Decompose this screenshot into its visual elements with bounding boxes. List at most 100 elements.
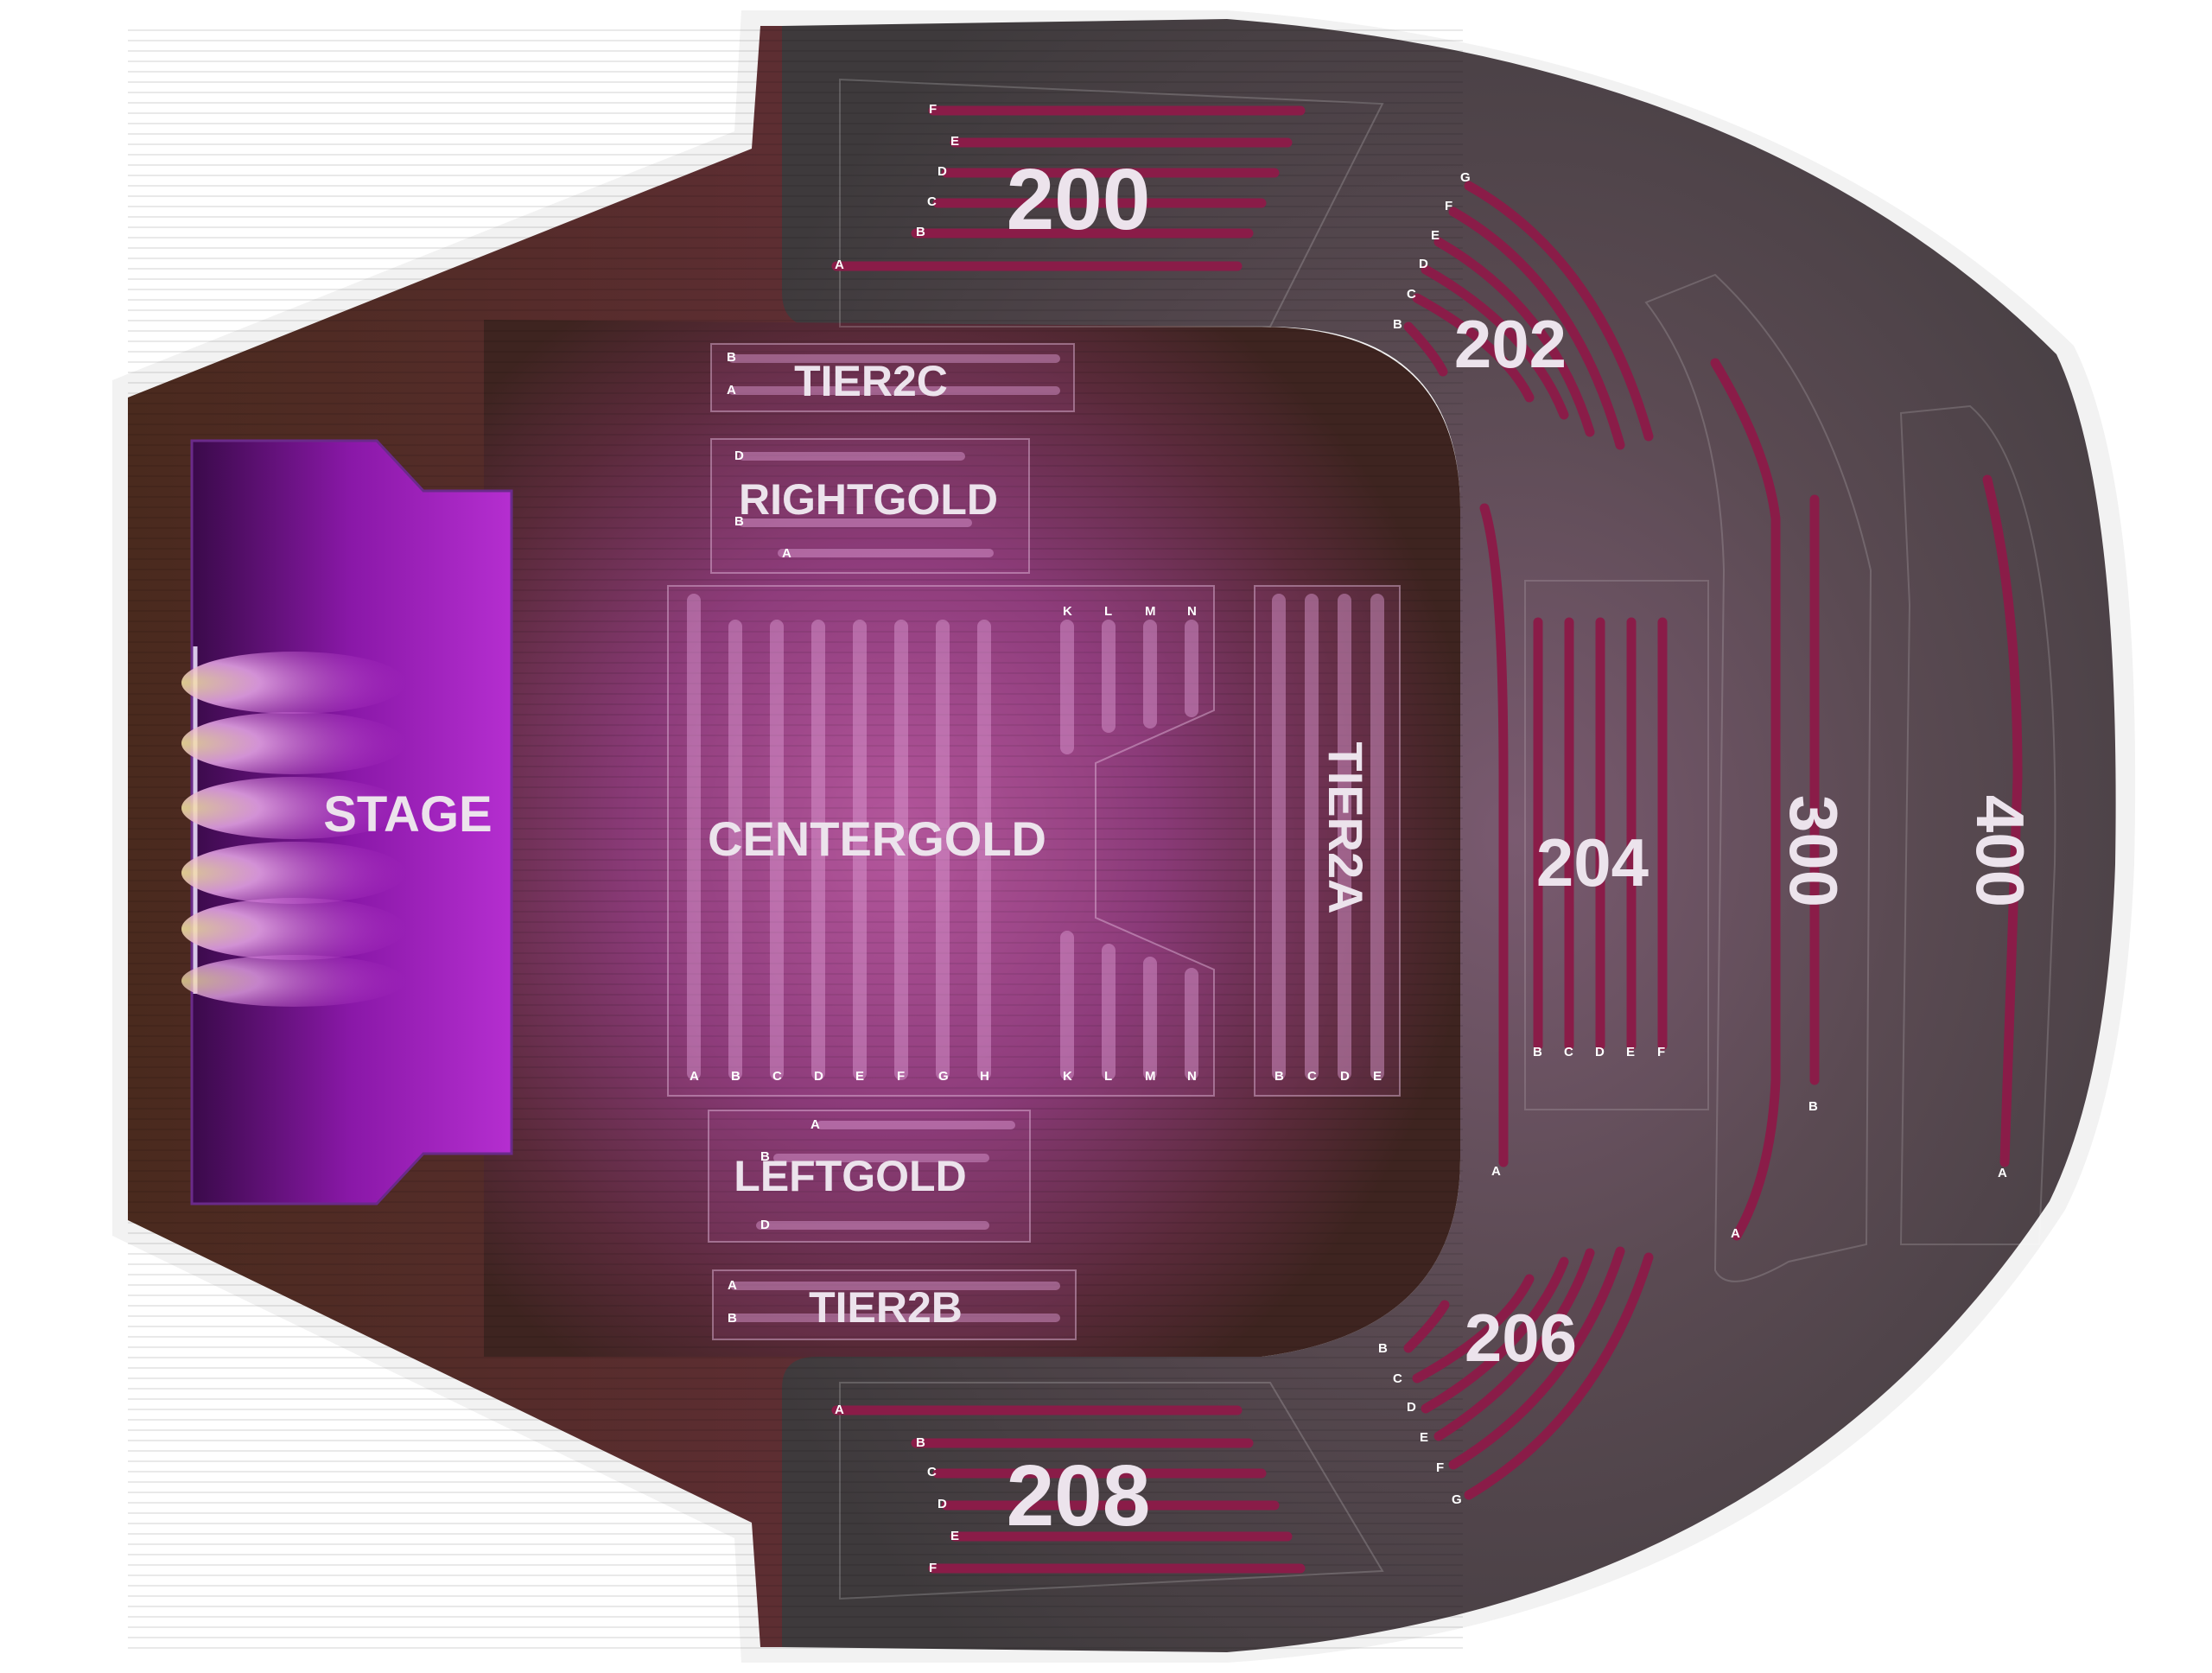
- row-label: M: [1145, 1069, 1156, 1084]
- row-label: D: [734, 448, 744, 463]
- seat-row[interactable]: [1421, 1256, 1569, 1414]
- row-label: N: [1187, 604, 1197, 619]
- stage-light-beam: [181, 652, 406, 714]
- section-tier2c[interactable]: B A TIER2C: [710, 343, 1075, 412]
- row-label: G: [938, 1069, 949, 1084]
- section-tier2a[interactable]: B C D E TIER2A: [1254, 585, 1401, 1097]
- section-200-label: 200: [1007, 151, 1151, 248]
- row-label: C: [927, 1465, 937, 1479]
- row-label: D: [814, 1069, 823, 1084]
- row-label: B: [734, 514, 744, 529]
- seat-row[interactable]: [1403, 321, 1448, 377]
- row-label: D: [1419, 257, 1428, 271]
- section-400[interactable]: A 400: [1899, 404, 2056, 1245]
- row-label: C: [1393, 1371, 1402, 1386]
- row-label: E: [1420, 1430, 1428, 1445]
- row-label: B: [1378, 1341, 1388, 1356]
- row-label: B: [1808, 1099, 1818, 1114]
- section-300[interactable]: A B 300: [1644, 273, 1872, 1282]
- seat-row[interactable]: [1982, 474, 2023, 1167]
- row-label: E: [950, 1529, 959, 1543]
- stage-lights: [181, 652, 406, 1007]
- row-label: B: [760, 1149, 770, 1164]
- stage-light-beam: [181, 955, 406, 1007]
- row-label: F: [929, 1561, 937, 1575]
- row-label: A: [810, 1117, 820, 1132]
- row-label: B: [1274, 1069, 1284, 1084]
- row-label: E: [1626, 1045, 1635, 1059]
- seat-row[interactable]: [1464, 1252, 1654, 1500]
- row-label: D: [1407, 1400, 1416, 1415]
- row-label: B: [916, 225, 925, 239]
- row-label: C: [1564, 1045, 1573, 1059]
- row-label: B: [1393, 317, 1402, 332]
- rightgold-zone: [710, 438, 1030, 574]
- row-label: E: [950, 134, 959, 149]
- row-label: A: [1491, 1164, 1501, 1179]
- row-label: B: [727, 350, 736, 365]
- seat-row[interactable]: [1464, 181, 1654, 442]
- section-300-zone: [1644, 273, 1872, 1282]
- row-label: F: [1657, 1045, 1665, 1059]
- row-label: F: [929, 102, 937, 117]
- row-label: A: [690, 1069, 699, 1084]
- stage-label: STAGE: [323, 786, 493, 843]
- row-label: D: [1340, 1069, 1350, 1084]
- section-206[interactable]: B C D E F G 206: [1378, 1246, 1654, 1507]
- leftgold-zone: [708, 1110, 1031, 1243]
- row-label: G: [1452, 1492, 1462, 1507]
- seat-row[interactable]: [1710, 358, 1781, 1241]
- seat-row[interactable]: [1412, 293, 1535, 403]
- row-label: D: [938, 164, 947, 179]
- row-label: B: [728, 1311, 737, 1326]
- row-label: B: [916, 1435, 925, 1450]
- row-label: A: [835, 1403, 844, 1417]
- row-label: A: [1731, 1226, 1740, 1241]
- row-label: C: [1407, 287, 1416, 302]
- section-300-label: 300: [1776, 795, 1852, 907]
- tier2a-label: TIER2A: [1319, 741, 1373, 913]
- rightgold-label: RIGHTGOLD: [739, 475, 998, 524]
- seat-row[interactable]: [1448, 207, 1625, 450]
- row-label: B: [1533, 1045, 1542, 1059]
- section-leftgold[interactable]: A B D LEFTGOLD: [708, 1110, 1031, 1243]
- row-label: H: [980, 1069, 989, 1084]
- tier2b-zone: [712, 1269, 1077, 1340]
- row-label: D: [760, 1218, 770, 1232]
- row-label: C: [927, 194, 937, 209]
- seat-row[interactable]: [1421, 264, 1569, 420]
- seat-row[interactable]: [1403, 1300, 1450, 1353]
- section-tier2b[interactable]: A B TIER2B: [712, 1269, 1077, 1340]
- section-204-zone: [1524, 580, 1709, 1110]
- concourse: [782, 19, 2116, 1652]
- centergold-zone: [667, 585, 1215, 1097]
- section-centergold[interactable]: A B C D E F G H K L M N K L M N CENTERGO…: [667, 585, 1215, 1097]
- seat-row[interactable]: [1433, 1248, 1595, 1441]
- row-label: L: [1104, 1069, 1112, 1084]
- tier2a-zone: [1254, 585, 1401, 1097]
- section-200[interactable]: F E D C B A 200: [831, 78, 1384, 328]
- seat-row[interactable]: [1479, 503, 1509, 1167]
- stage-light-beam: [181, 898, 406, 960]
- row-label: D: [1595, 1045, 1605, 1059]
- seat-row[interactable]: [1412, 1274, 1535, 1384]
- row-label: C: [772, 1069, 782, 1084]
- seat-row[interactable]: [1433, 237, 1595, 437]
- section-208-label: 208: [1007, 1447, 1151, 1544]
- stage-light-beam: [181, 777, 406, 839]
- row-label: E: [1431, 228, 1440, 243]
- row-label: A: [728, 1278, 737, 1293]
- section-rightgold[interactable]: D B A RIGHTGOLD: [710, 438, 1030, 574]
- section-202[interactable]: G F E D C B 202: [1393, 170, 1654, 450]
- seat-row[interactable]: [1448, 1246, 1625, 1470]
- row-label: D: [938, 1497, 947, 1511]
- row-label: N: [1187, 1069, 1197, 1084]
- section-208[interactable]: A B C D E F 208: [831, 1382, 1384, 1600]
- row-label: K: [1063, 1069, 1072, 1084]
- section-206-label: 206: [1465, 1300, 1577, 1376]
- section-204[interactable]: B C D E F A 204: [1479, 503, 1709, 1179]
- row-label: K: [1063, 604, 1072, 619]
- tier2b-label: TIER2B: [809, 1283, 963, 1332]
- leftgold-label: LEFTGOLD: [734, 1152, 966, 1200]
